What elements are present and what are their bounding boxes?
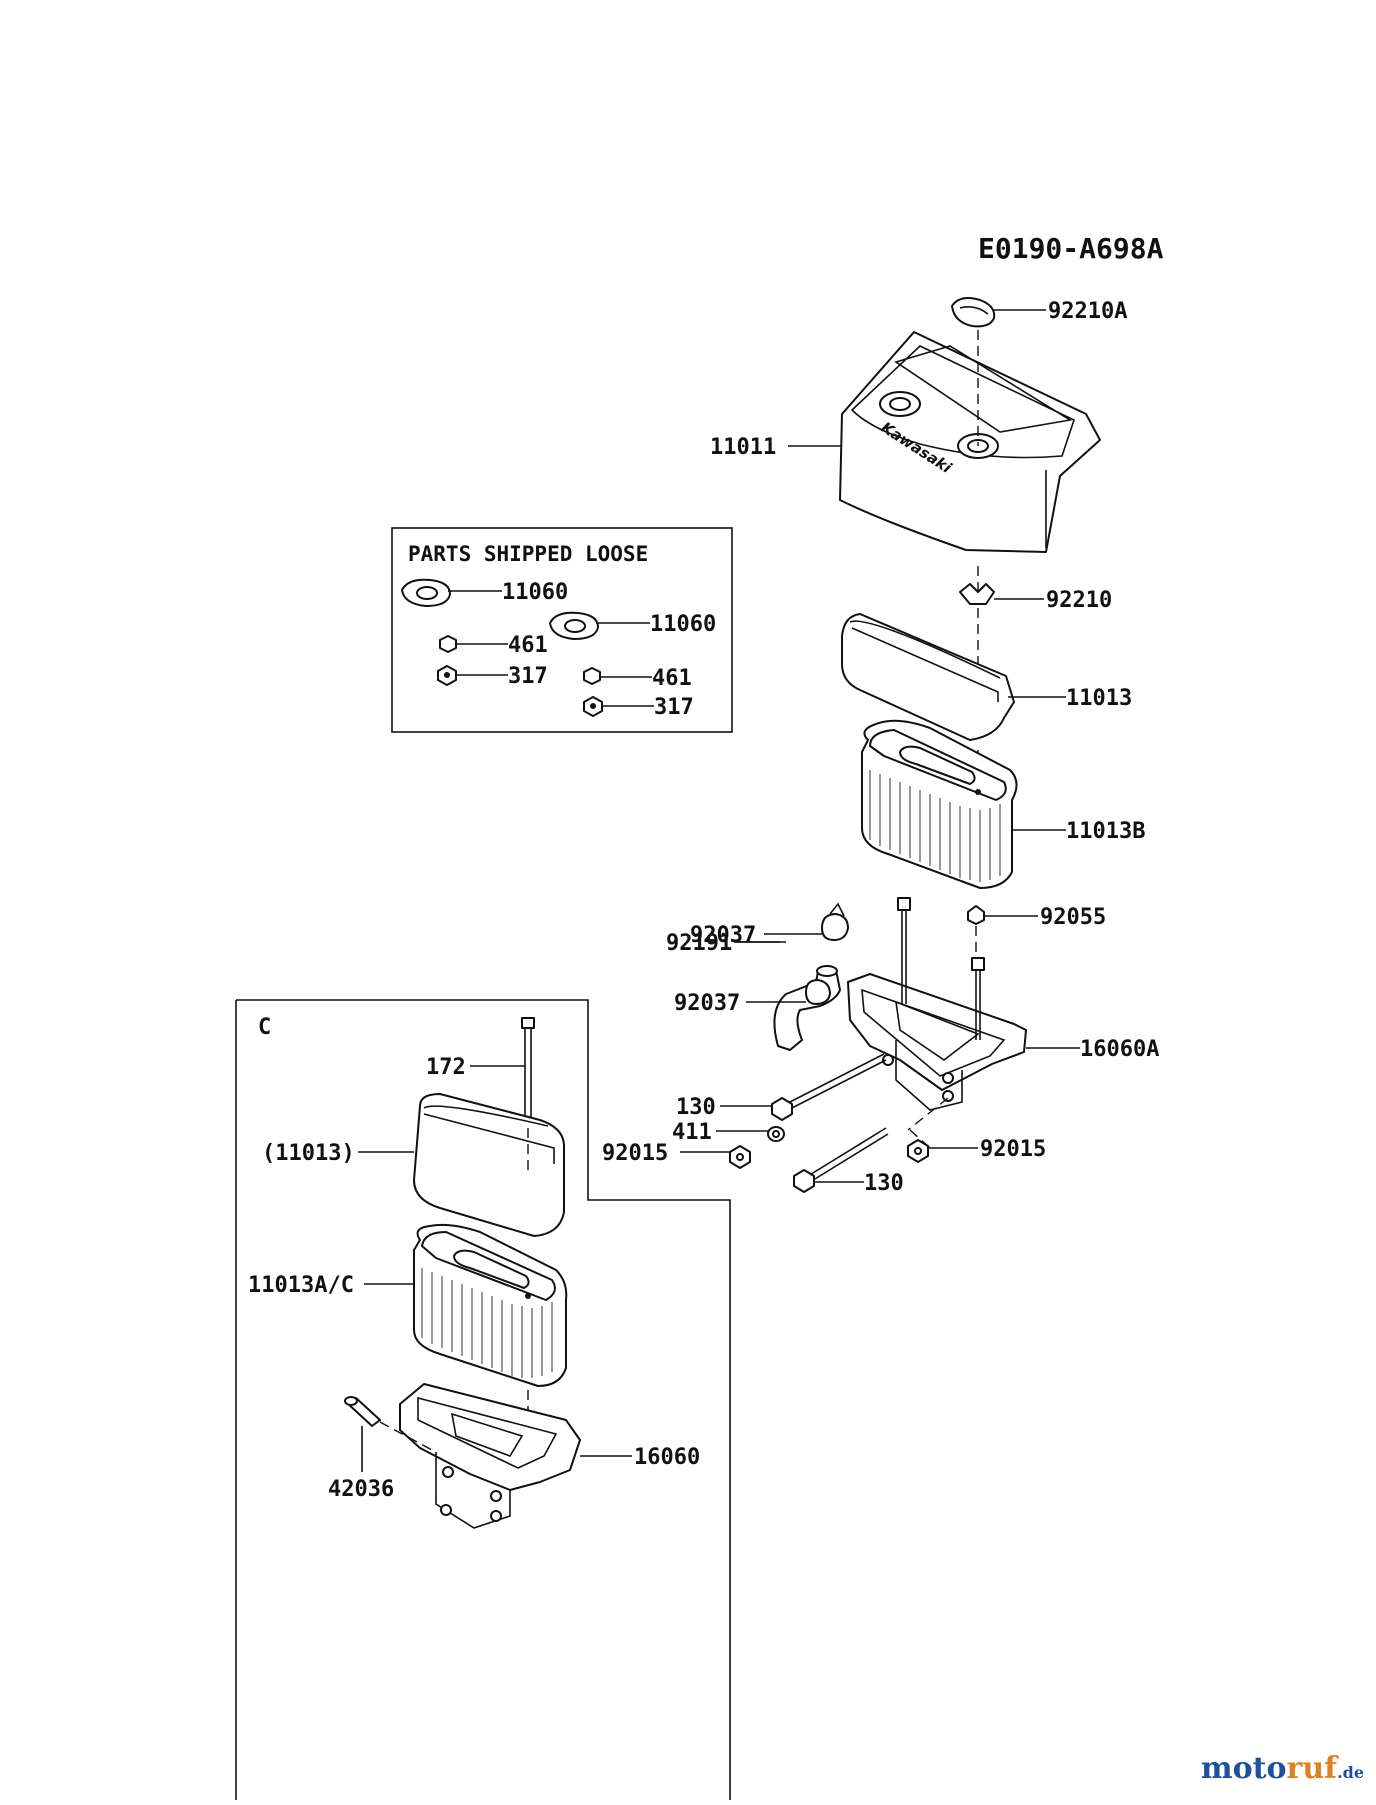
label-filter-element: 11013B xyxy=(1066,819,1145,844)
nut-left-part: 92015 xyxy=(602,1141,751,1169)
label-nut-right: 92015 xyxy=(980,1137,1046,1162)
label-clamp-lower: 92037 xyxy=(674,991,740,1016)
label-cover: 11011 xyxy=(710,435,776,460)
label-nut-b: 461 xyxy=(652,666,692,691)
cap-knob-part: 92210A xyxy=(951,297,1127,328)
label-variant-filter-element: 11013A/C xyxy=(248,1273,354,1298)
label-gasket-b: 11060 xyxy=(650,612,716,637)
pre-filter-part: 11013 xyxy=(841,613,1132,741)
label-grommet: 92055 xyxy=(1040,905,1106,930)
watermark-logo: motoruf.de xyxy=(1201,1751,1364,1786)
label-wing-nut: 92210 xyxy=(1046,588,1112,613)
label-variant-base: 16060 xyxy=(634,1445,700,1470)
label-washer-b: 317 xyxy=(654,695,694,720)
cover-part: Kawasaki 11011 xyxy=(710,331,1101,553)
label-base: 16060A xyxy=(1080,1037,1159,1062)
nut-b-icon xyxy=(583,667,601,685)
label-breather-hose: 92191 xyxy=(666,931,732,956)
variant-c-box: C xyxy=(235,999,731,1805)
nut-right-part: 92015 xyxy=(907,1097,1046,1163)
label-nut-a: 461 xyxy=(508,633,548,658)
label-variant-stud: 172 xyxy=(426,1055,466,1080)
base-part: 16060A xyxy=(847,897,1159,1111)
grommet-part: 92055 xyxy=(967,905,1106,930)
variant-pre-filter-part: (11013) xyxy=(262,1093,565,1237)
label-bolt-lower: 130 xyxy=(864,1171,904,1196)
label-gasket-a: 11060 xyxy=(502,580,568,605)
label-bolt-upper: 130 xyxy=(676,1095,716,1120)
label-pre-filter: 11013 xyxy=(1066,686,1132,711)
bolt-upper-part: 130 xyxy=(676,1053,887,1121)
variant-box-title: C xyxy=(258,1015,271,1040)
nut-a-icon xyxy=(439,635,457,653)
label-washer: 411 xyxy=(672,1120,712,1145)
diagram-code: E0190-A698A xyxy=(978,232,1164,265)
label-washer-a: 317 xyxy=(508,664,548,689)
filter-element-part: 11013B xyxy=(861,719,1145,889)
label-clamp-upper: 92037 xyxy=(690,923,756,948)
washer-part: 411 xyxy=(672,1120,785,1145)
variant-pin-part: 42036 xyxy=(328,1396,433,1502)
wing-nut-part: 92210 xyxy=(959,583,1112,613)
variant-stud-part: 172 xyxy=(426,1017,535,1120)
label-cap-knob: 92210A xyxy=(1048,299,1127,324)
variant-filter-element-part: 11013A/C xyxy=(248,1223,568,1387)
variant-base-part: 16060 xyxy=(399,1383,700,1529)
label-nut-left: 92015 xyxy=(602,1141,668,1166)
watermark-pre: moto xyxy=(1200,1751,1287,1786)
parts-shipped-loose-box: PARTS SHIPPED LOOSE 11060 461 317 11060 … xyxy=(391,527,733,733)
filter-pleats xyxy=(869,770,1001,882)
clamp-lower-part: 92037 xyxy=(674,979,831,1016)
label-variant-pre-filter: (11013) xyxy=(262,1141,355,1166)
variant-filter-pleats xyxy=(421,1268,553,1378)
clamp-upper-part: 92037 xyxy=(690,902,849,948)
watermark-tld: .de xyxy=(1337,1763,1364,1782)
watermark-mid: ruf xyxy=(1286,1751,1338,1786)
label-variant-pin: 42036 xyxy=(328,1477,394,1502)
bolt-lower-part: 130 xyxy=(793,1127,904,1196)
loose-box-title: PARTS SHIPPED LOOSE xyxy=(408,542,648,566)
